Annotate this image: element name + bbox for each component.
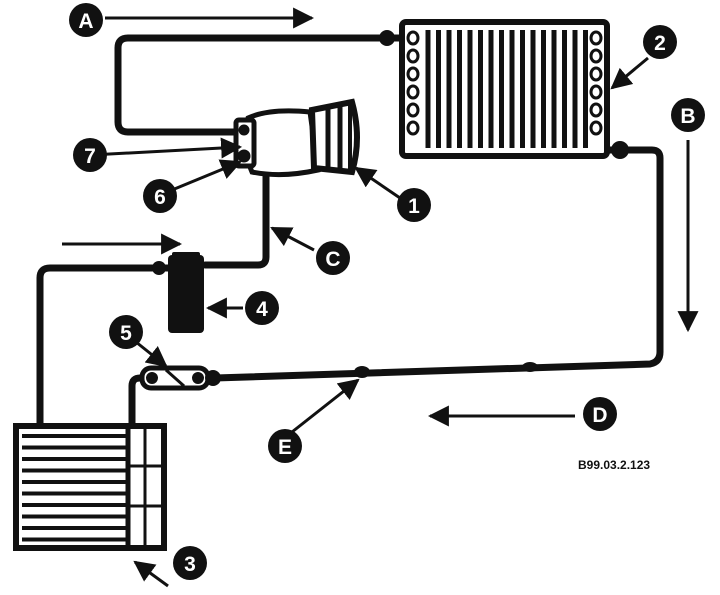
- flow-arrow-evaporator-air: [133, 560, 169, 588]
- callout-5: 5: [109, 315, 143, 349]
- flow-arrows: [62, 7, 699, 588]
- callout-c: C: [316, 241, 350, 275]
- condenser-tube-bend: [406, 120, 420, 136]
- compressor: [233, 98, 360, 178]
- callout-2: 2: [643, 25, 677, 59]
- pipe-joints: [152, 30, 629, 378]
- condenser-tube-bend: [589, 84, 603, 100]
- svg-text:A: A: [78, 10, 93, 33]
- discharge-line: [114, 34, 406, 136]
- svg-text:5: 5: [120, 322, 132, 345]
- compressor-suction-fitting: [237, 149, 251, 163]
- evaporator: [13, 423, 167, 551]
- leader-lines: [90, 56, 649, 434]
- callout-d: D: [583, 397, 617, 431]
- svg-text:7: 7: [84, 145, 96, 168]
- liquid-line: [211, 146, 664, 382]
- svg-text:2: 2: [654, 32, 666, 55]
- evaporator-fins: [22, 434, 126, 542]
- svg-text:4: 4: [256, 298, 268, 321]
- svg-text:3: 3: [184, 553, 196, 576]
- figure-reference-code: B99.03.2.123: [578, 458, 650, 472]
- condenser-tube-bend: [589, 120, 603, 136]
- joint-condenser-inlet: [379, 30, 395, 46]
- callout-6: 6: [143, 179, 177, 213]
- condenser-tube-bend: [406, 102, 420, 118]
- callout-b: B: [671, 98, 705, 132]
- compressor-discharge-fitting: [238, 124, 250, 136]
- callout-3: 3: [173, 546, 207, 580]
- callout-e: E: [268, 429, 302, 463]
- expansion-valve: [139, 365, 221, 391]
- svg-text:1: 1: [408, 195, 420, 218]
- svg-text:6: 6: [154, 186, 166, 209]
- callout-7: 7: [73, 138, 107, 172]
- condenser-tube-bend: [406, 84, 420, 100]
- svg-text:E: E: [278, 436, 292, 459]
- condenser-fins: [425, 30, 588, 148]
- condenser-tube-bends: [406, 30, 603, 136]
- condenser: [399, 19, 610, 159]
- condenser-tube-bend: [406, 30, 420, 46]
- receiver-drier: [168, 252, 204, 333]
- condenser-tube-bend: [406, 48, 420, 64]
- svg-text:D: D: [592, 404, 607, 427]
- callout-a: A: [69, 3, 103, 37]
- evaporator-inlet-line: [128, 374, 147, 432]
- condenser-tube-bend: [589, 30, 603, 46]
- compressor-clutch: [308, 98, 360, 176]
- joint-condenser-outlet: [611, 141, 629, 159]
- callout-4: 4: [245, 291, 279, 325]
- service-port-e: [354, 366, 370, 378]
- condenser-tube-bend: [406, 66, 420, 82]
- suction-line: [201, 168, 270, 269]
- callout-1: 1: [397, 188, 431, 222]
- condenser-tube-bend: [589, 102, 603, 118]
- svg-text:C: C: [325, 248, 340, 271]
- svg-text:B: B: [680, 105, 695, 128]
- evaporator-outlet-line: [36, 264, 174, 432]
- joint-liquid-line: [522, 362, 538, 372]
- condenser-tube-bend: [589, 48, 603, 64]
- joint-drier-inlet: [152, 261, 166, 275]
- condenser-tube-bend: [589, 66, 603, 82]
